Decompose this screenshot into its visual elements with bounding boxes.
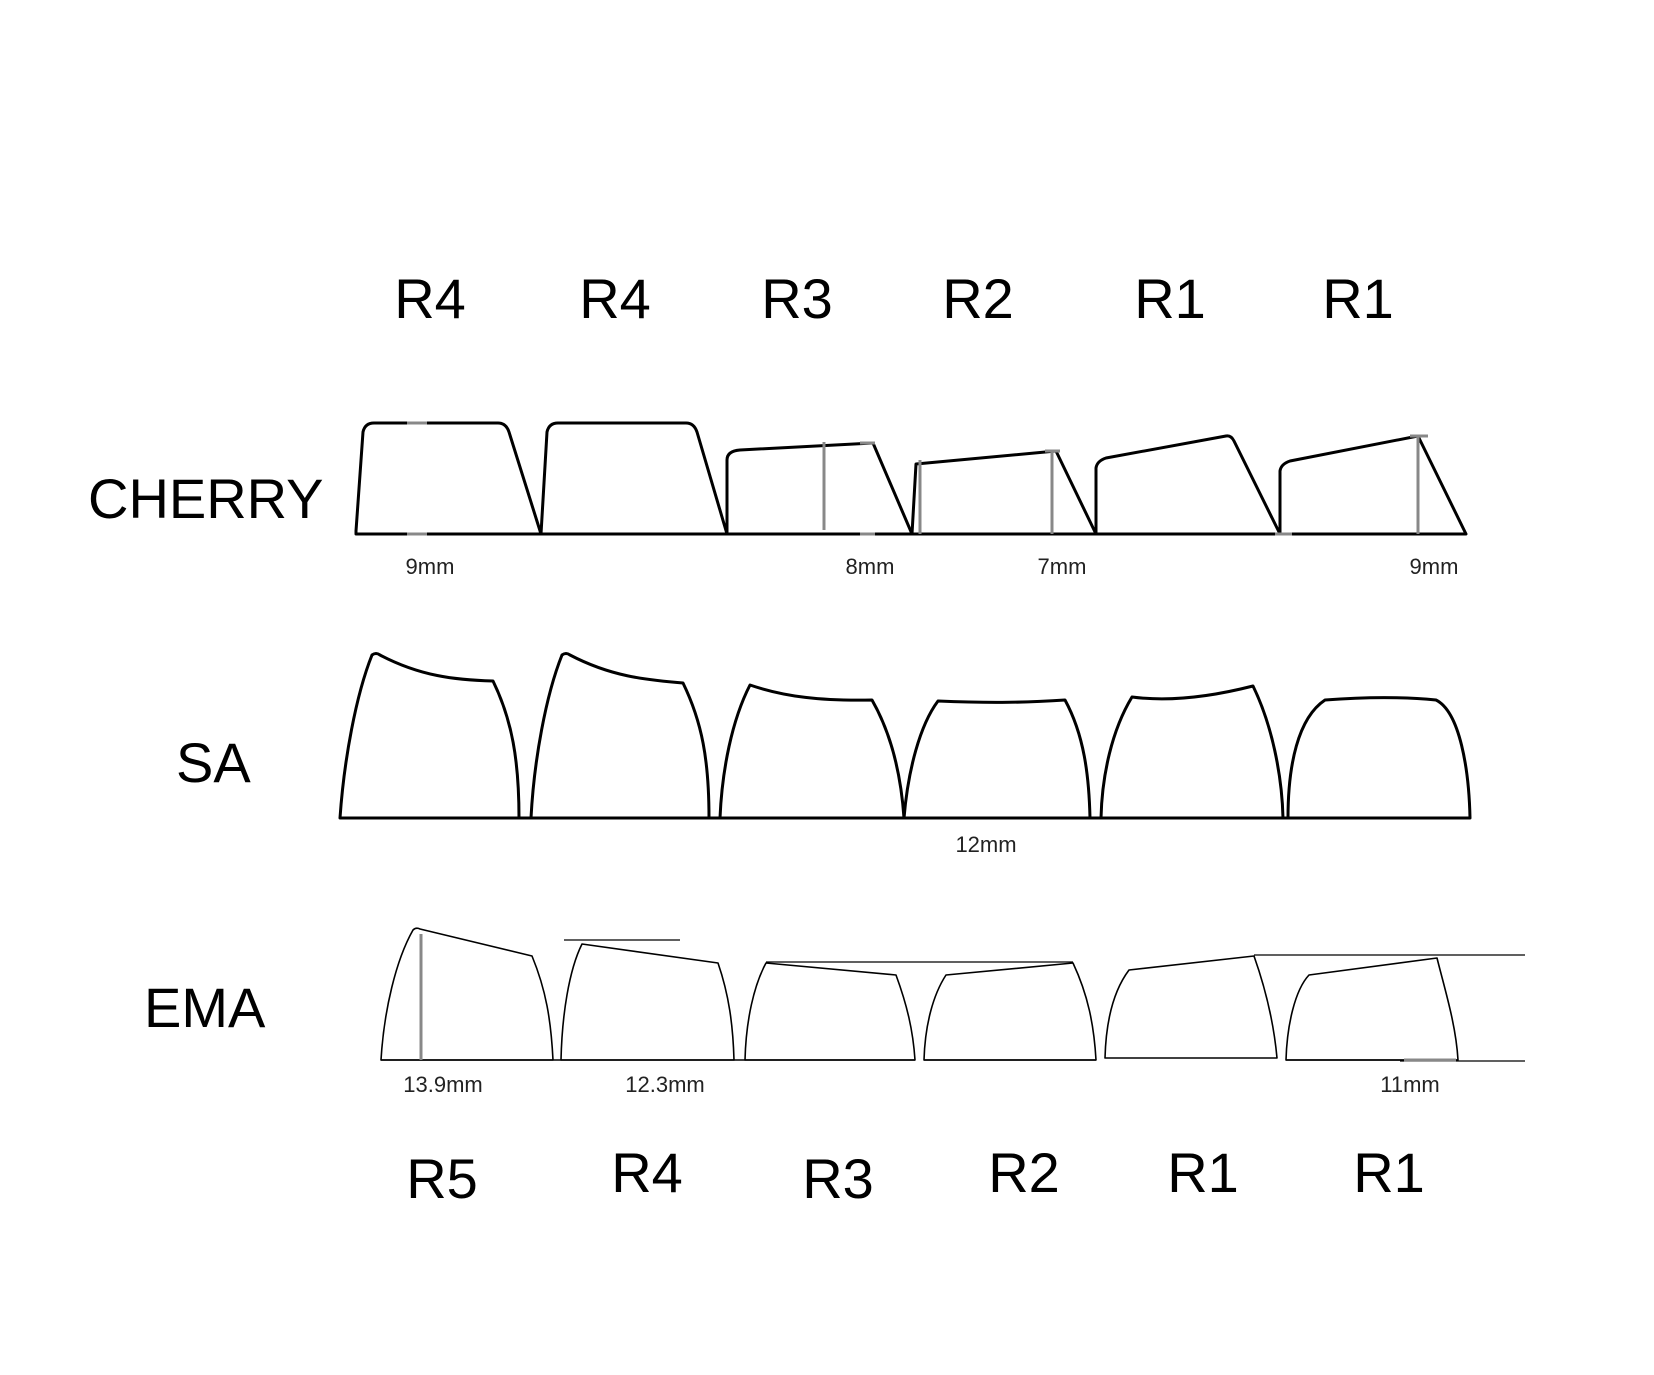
bottom-row-label: R1 xyxy=(1353,1141,1425,1204)
cherry-keycap-r3 xyxy=(725,441,914,536)
bottom-row-label: R2 xyxy=(988,1141,1060,1204)
cherry-keycap-r1 xyxy=(1094,434,1282,536)
profile-label-ema: EMA xyxy=(144,976,266,1039)
top-row-label: R4 xyxy=(579,267,651,330)
ema-keycap-r5 xyxy=(380,927,554,1061)
profile-label-sa: SA xyxy=(176,731,251,794)
ema-dim-label: 12.3mm xyxy=(625,1072,704,1097)
sa-dim-label: 12mm xyxy=(955,832,1016,857)
cherry-dim-label: 9mm xyxy=(406,554,455,579)
cherry-keycap-r4 xyxy=(354,421,543,536)
sa-keycap-r1 xyxy=(1099,684,1285,820)
ema-dim-label: 13.9mm xyxy=(403,1072,482,1097)
profile-label-cherry: CHERRY xyxy=(88,467,323,530)
bottom-row-label: R4 xyxy=(611,1141,683,1204)
bottom-row-label: R1 xyxy=(1167,1141,1239,1204)
bottom-row-label: R5 xyxy=(406,1147,478,1210)
cherry-keycap-r1 xyxy=(1278,434,1468,536)
ema-keycap-r2 xyxy=(923,962,1097,1061)
cherry-dim-label: 9mm xyxy=(1410,554,1459,579)
cherry-keycap-r2 xyxy=(910,449,1098,536)
ema-dim-label: 11mm xyxy=(1380,1072,1440,1097)
ema-keycap-r4 xyxy=(560,943,735,1061)
sa-keycap-r1 xyxy=(1286,696,1472,820)
sa-keycap-r2 xyxy=(902,698,1092,820)
sa-keycap-r4 xyxy=(529,652,711,820)
top-row-label: R4 xyxy=(394,267,466,330)
top-row-label: R2 xyxy=(942,267,1014,330)
cherry-keycap-r4 xyxy=(539,421,729,536)
ema-keycap-r1 xyxy=(1285,957,1459,1061)
sa-row xyxy=(338,652,1472,820)
ema-row xyxy=(380,927,1525,1062)
sa-keycap-r3 xyxy=(718,683,906,820)
top-row-label: R3 xyxy=(761,267,833,330)
bottom-row-label: R3 xyxy=(802,1147,874,1210)
cherry-dim-label: 7mm xyxy=(1038,554,1087,579)
ema-keycap-r1 xyxy=(1104,955,1278,1059)
top-row-label: R1 xyxy=(1322,267,1394,330)
cherry-dim-label: 8mm xyxy=(846,554,895,579)
bottom-row-labels: R5 R4 R3 R2 R1 R1 xyxy=(406,1141,1425,1210)
cherry-row xyxy=(354,421,1468,536)
sa-keycap-r4 xyxy=(338,652,521,820)
top-row-labels: R4 R4 R3 R2 R1 R1 xyxy=(394,267,1394,330)
ema-keycap-r3 xyxy=(744,962,916,1061)
top-row-label: R1 xyxy=(1134,267,1206,330)
